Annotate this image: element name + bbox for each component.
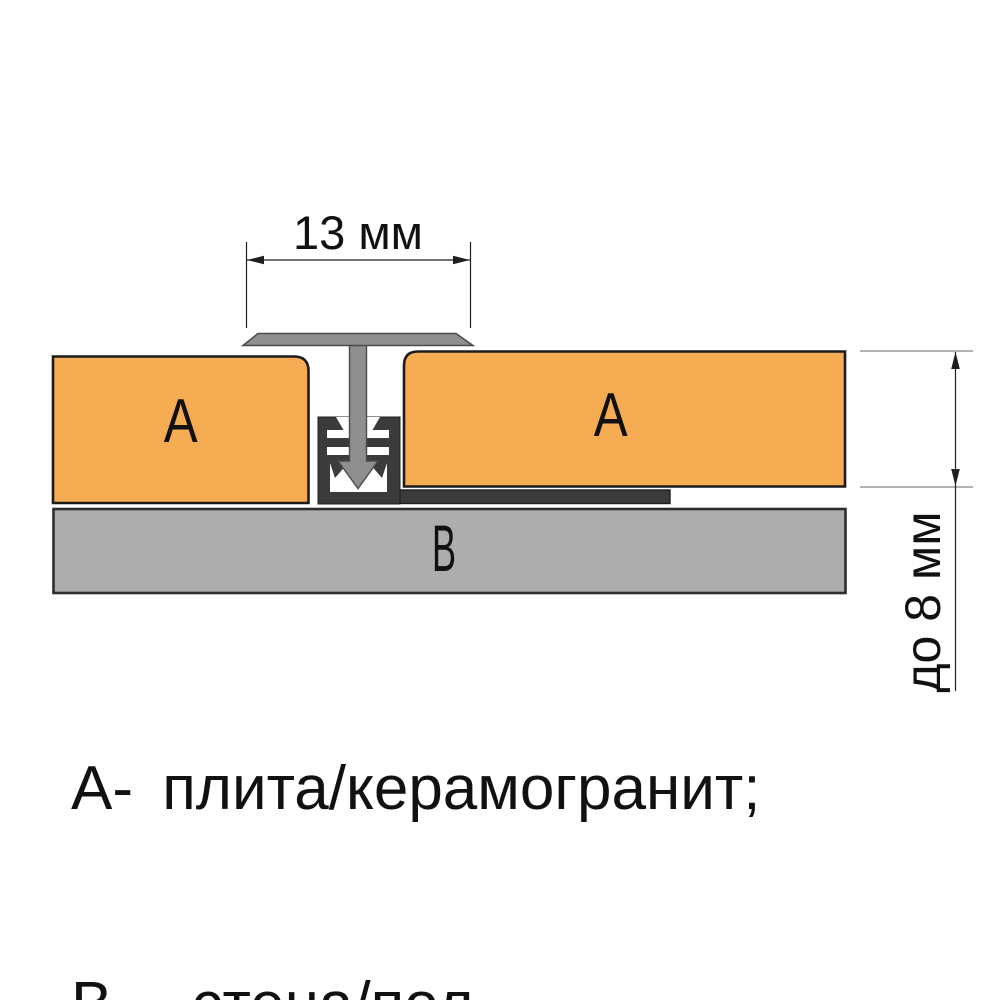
profile-stem: [336, 344, 380, 490]
substrate-label-text: В: [431, 511, 457, 585]
substrate-wall-floor: [52, 507, 847, 595]
legend: А- плита/керамогранит; В - стена/пол: [71, 609, 760, 1000]
arrowhead-down-icon: [951, 469, 960, 486]
legend-line-tile: А- плита/керамогранит;: [71, 754, 761, 823]
anchor-slot: [327, 430, 350, 438]
arrowhead-right-icon: [453, 255, 470, 265]
anchor-slot: [366, 447, 389, 455]
dimension-right: [860, 350, 973, 691]
dimension-right-label: до 8 мм: [895, 511, 951, 693]
tile-left-label: А: [106, 391, 256, 453]
tile-right: [402, 350, 847, 488]
anchor-mouth-right: [366, 417, 380, 430]
tile-left-label-text: А: [164, 387, 198, 456]
anchor-slot: [327, 447, 350, 455]
dimension-top: [245, 242, 472, 328]
arrowhead-up-icon: [951, 352, 960, 369]
substrate-label: В: [369, 515, 519, 581]
profile-base-flange: [389, 489, 671, 505]
profile-cap: [240, 332, 476, 347]
dimension-top-label: 13 мм: [293, 206, 423, 259]
tile-right-label-text: А: [594, 381, 628, 450]
anchor-slot: [366, 430, 389, 438]
arrowhead-left-icon: [247, 255, 264, 265]
tile-left: [51, 355, 310, 505]
anchor-mouth-left: [336, 417, 350, 430]
tile-right-label: А: [536, 385, 686, 447]
legend-line-substrate: В - стена/пол: [71, 969, 760, 1000]
